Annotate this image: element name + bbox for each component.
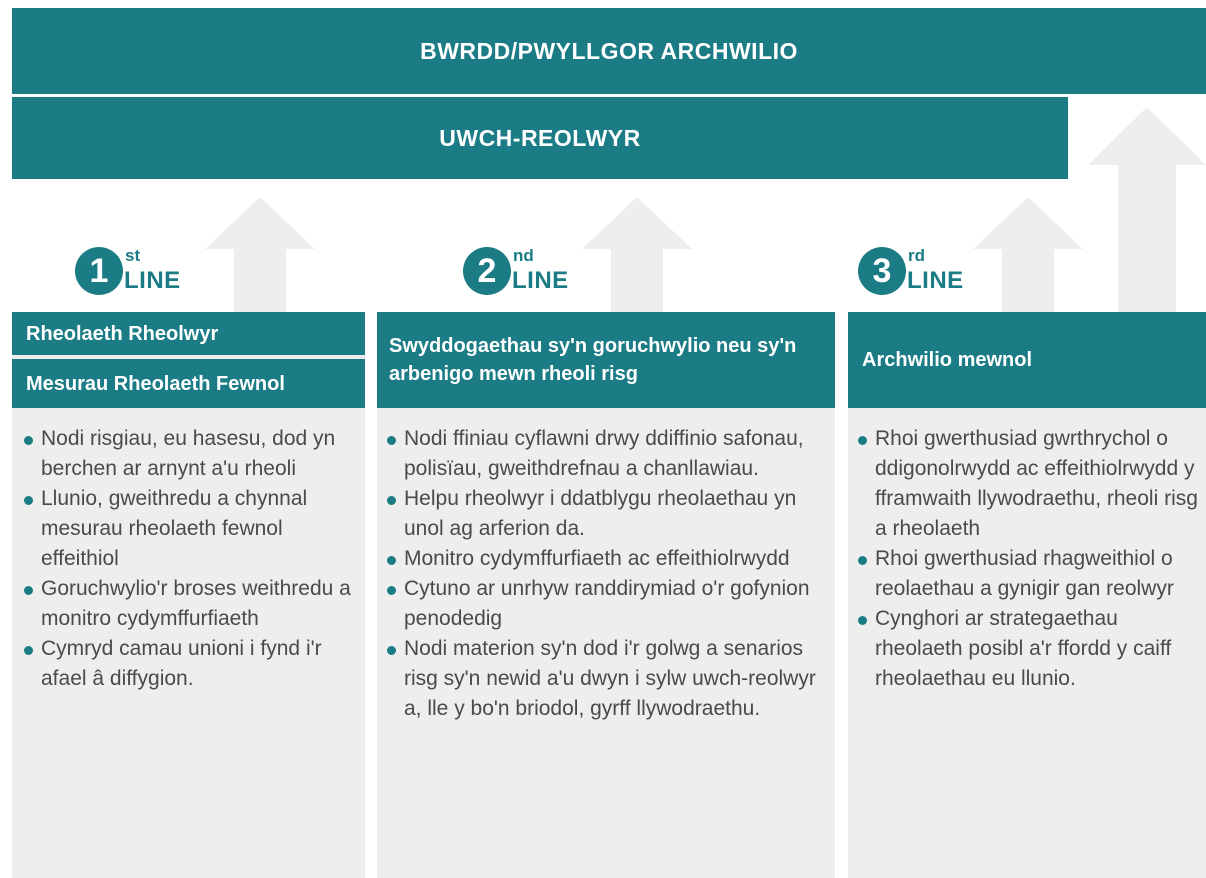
header-label: Rheolaeth Rheolwyr [26, 322, 219, 345]
up-arrow-icon [582, 197, 692, 312]
line-ordinal-suffix: nd [513, 246, 534, 265]
header-label: Swyddogaethau sy'n goruchwylio neu sy'n … [389, 335, 797, 385]
audit-committee-label: BWRDD/PWYLLGOR ARCHWILIO [420, 37, 798, 64]
line-number: 3 [858, 247, 906, 295]
header-label: Archwilio mewnol [862, 349, 1033, 371]
second-line-header: Swyddogaethau sy'n goruchwylio neu sy'n … [377, 312, 835, 408]
list-item: Monitro cydymffurfiaeth ac effeithiolrwy… [385, 544, 825, 574]
line-word: LINE [907, 267, 964, 294]
third-line-bullet-list: Rhoi gwerthusiad gwrthrychol o ddigonolr… [856, 424, 1201, 694]
list-item: Cymryd camau unioni i fynd i'r afael â d… [22, 634, 360, 694]
up-arrow-icon [973, 197, 1083, 312]
first-line-header-management-control: Rheolaeth Rheolwyr [12, 312, 365, 355]
first-line-bullet-list: Nodi risgiau, eu hasesu, dod yn berchen … [22, 424, 360, 694]
list-item: Cytuno ar unrhyw randdirymiad o'r gofyni… [385, 574, 825, 634]
line-word: LINE [124, 267, 181, 294]
line-number: 1 [75, 247, 123, 295]
line-ordinal-suffix: rd [908, 246, 925, 265]
list-item: Nodi risgiau, eu hasesu, dod yn berchen … [22, 424, 360, 484]
list-item: Cynghori ar strategaethau rheolaeth posi… [856, 604, 1201, 694]
list-item: Llunio, gweithredu a chynnal mesurau rhe… [22, 484, 360, 574]
senior-management-bar: UWCH-REOLWYR [12, 97, 1068, 179]
second-line-bullet-list: Nodi ffiniau cyflawni drwy ddiffinio saf… [385, 424, 825, 724]
line-number: 2 [463, 247, 511, 295]
tall-up-arrow-icon [1088, 107, 1206, 312]
senior-management-label: UWCH-REOLWYR [439, 124, 641, 151]
audit-committee-bar: BWRDD/PWYLLGOR ARCHWILIO [12, 8, 1206, 94]
up-arrow-icon [205, 197, 315, 312]
first-line-header-internal-control: Mesurau Rheolaeth Fewnol [12, 359, 365, 408]
list-item: Rhoi gwerthusiad rhagweithiol o reolaeth… [856, 544, 1201, 604]
line-word: LINE [512, 267, 569, 294]
third-line-header: Archwilio mewnol [848, 312, 1206, 408]
list-item: Nodi materion sy'n dod i'r golwg a senar… [385, 634, 825, 724]
list-item: Goruchwylio'r broses weithredu a monitro… [22, 574, 360, 634]
header-label: Mesurau Rheolaeth Fewnol [26, 372, 285, 395]
list-item: Nodi ffiniau cyflawni drwy ddiffinio saf… [385, 424, 825, 484]
line-ordinal-suffix: st [125, 246, 141, 265]
list-item: Rhoi gwerthusiad gwrthrychol o ddigonolr… [856, 424, 1201, 544]
list-item: Helpu rheolwyr i ddatblygu rheolaethau y… [385, 484, 825, 544]
